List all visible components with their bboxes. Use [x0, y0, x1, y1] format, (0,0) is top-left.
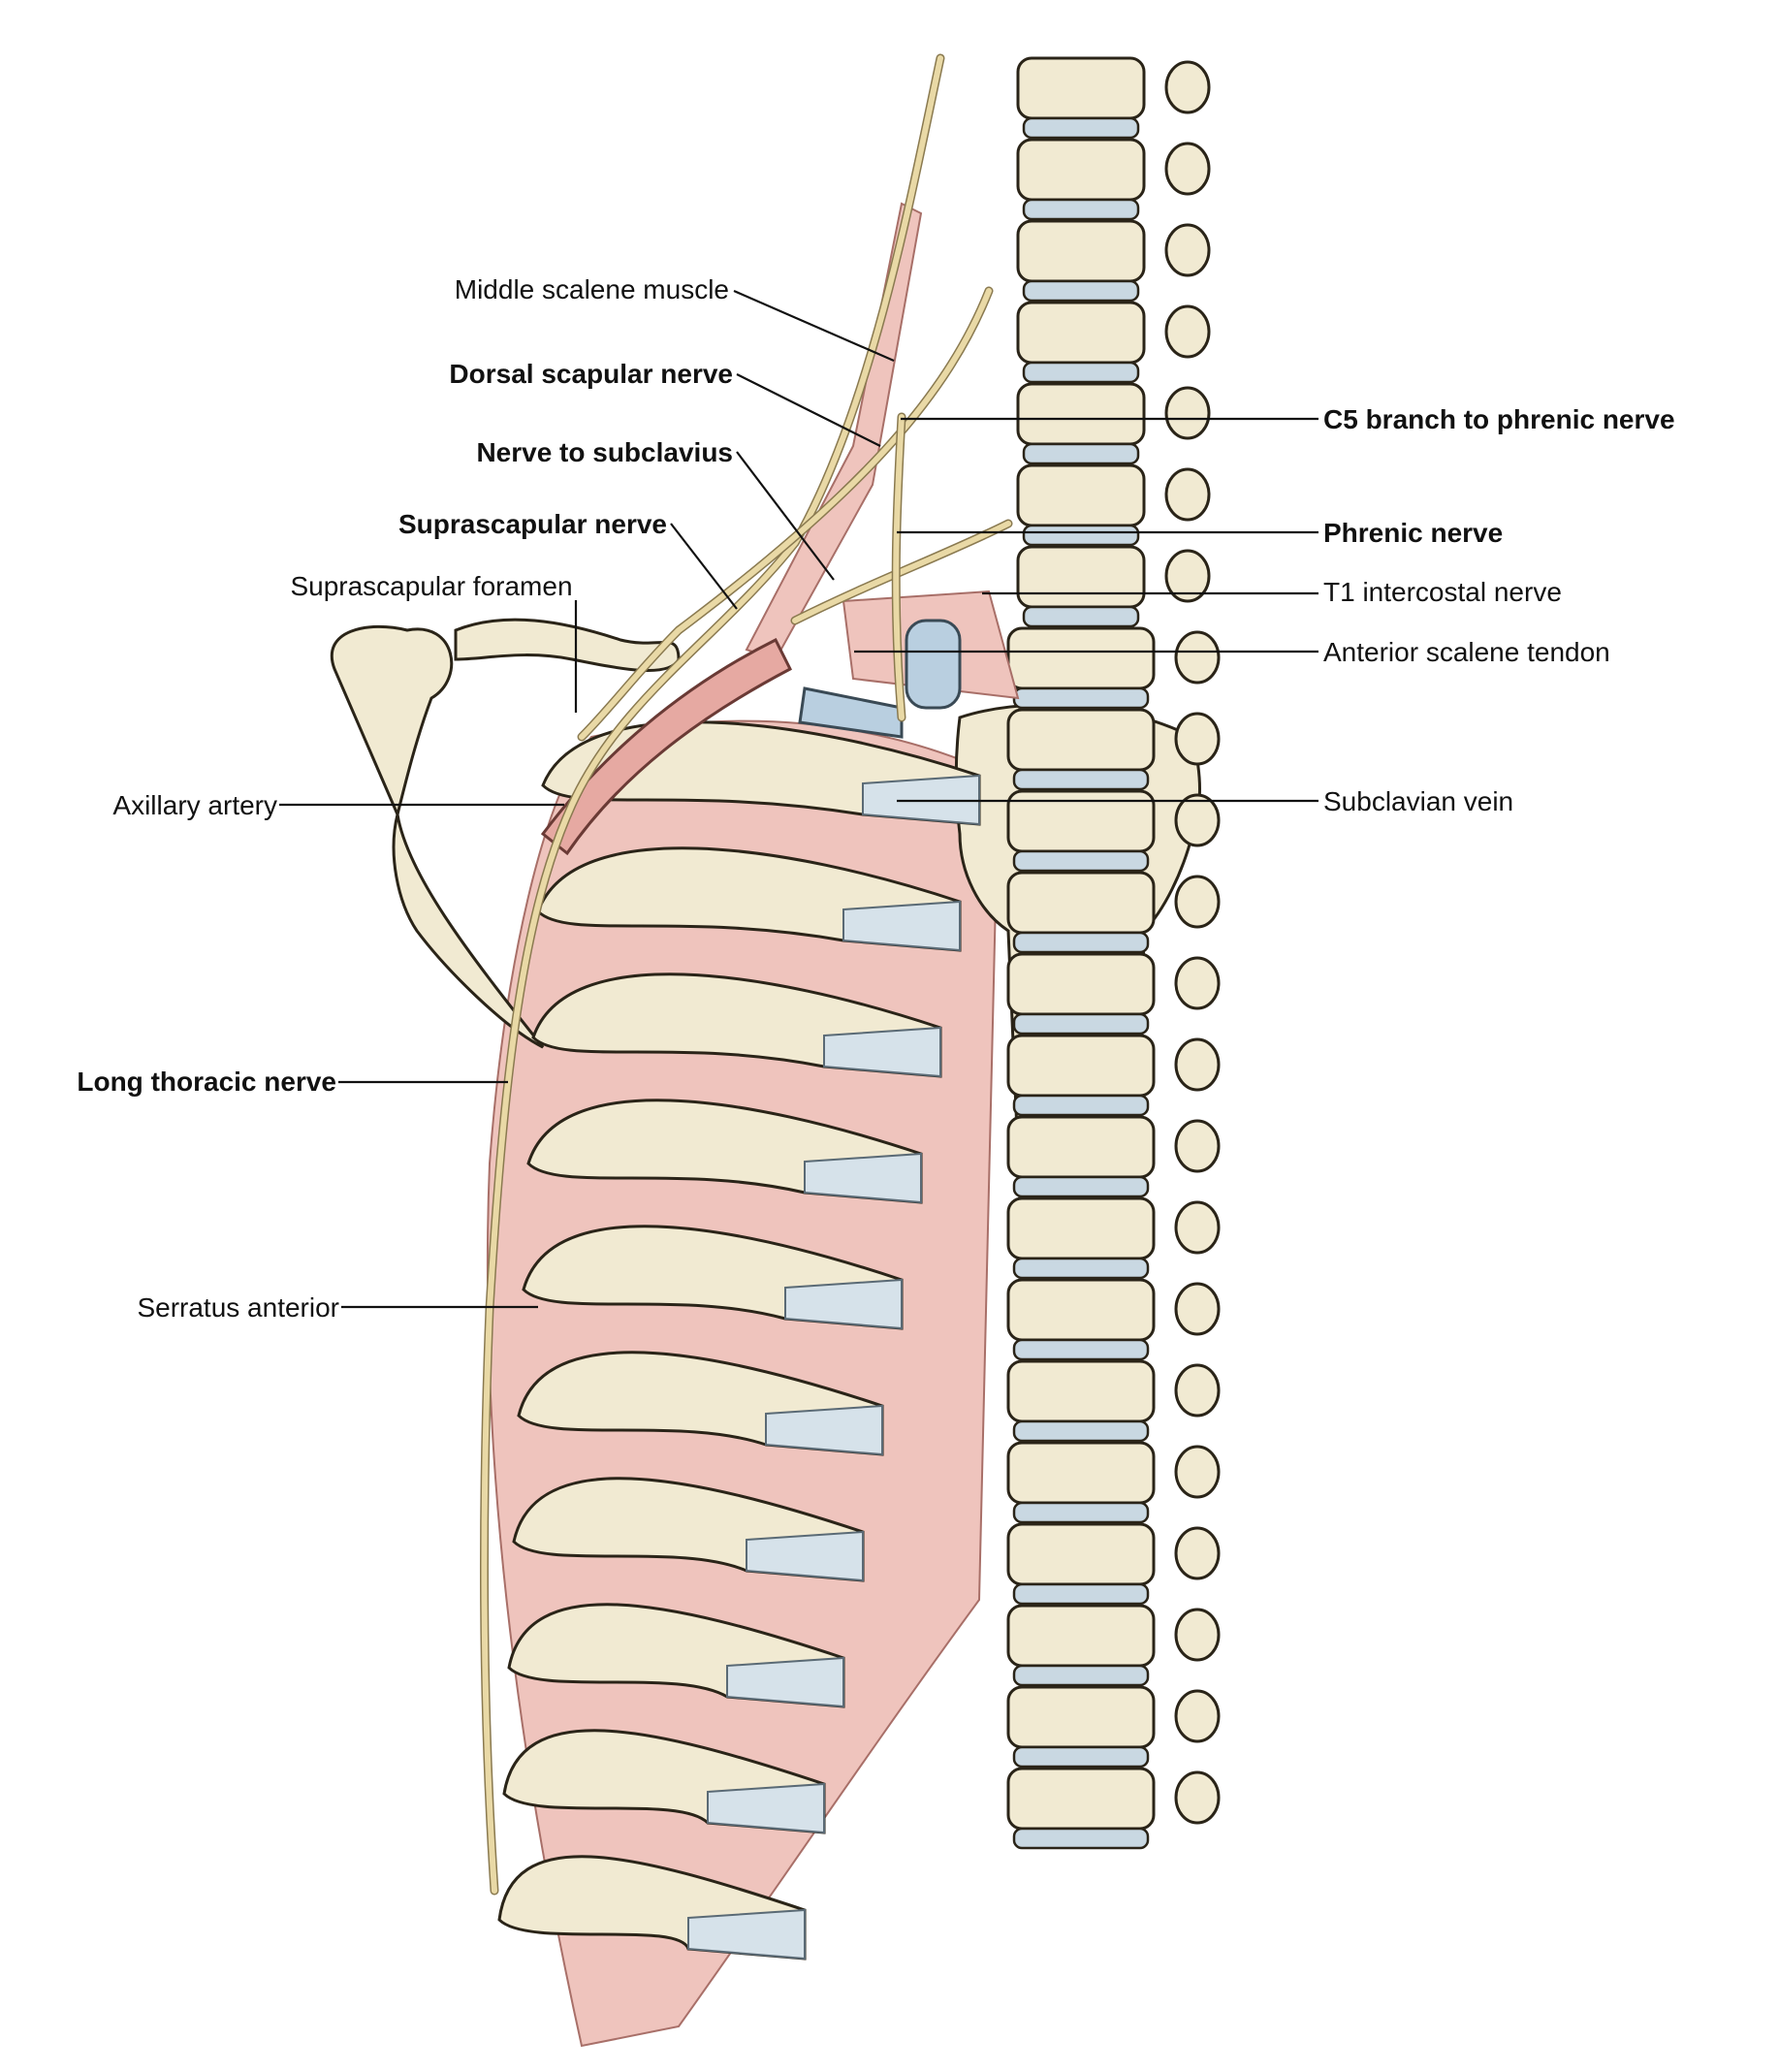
- transverse-process: [1164, 223, 1211, 277]
- intervertebral-disc: [1012, 1012, 1150, 1036]
- costal-cartilage: [823, 1026, 941, 1078]
- transverse-process: [1174, 1282, 1221, 1336]
- vertebra: [1016, 138, 1146, 202]
- vertebral-column: [1006, 56, 1221, 1850]
- transverse-process: [1174, 1119, 1221, 1173]
- label-subclavian-vein: Subclavian vein: [1323, 786, 1513, 816]
- transverse-process: [1174, 793, 1221, 847]
- intervertebral-disc: [1012, 1827, 1150, 1850]
- costal-cartilage: [784, 1278, 903, 1330]
- intervertebral-disc: [1012, 1419, 1150, 1443]
- vertebra: [1006, 626, 1156, 690]
- vertebra: [1006, 1359, 1156, 1423]
- vertebra: [1016, 545, 1146, 609]
- label-long-thoracic-nerve: Long thoracic nerve: [77, 1067, 336, 1097]
- vertebra: [1006, 1441, 1156, 1505]
- vertebra: [1016, 463, 1146, 527]
- transverse-process: [1174, 956, 1221, 1010]
- vertebra: [1006, 1522, 1156, 1586]
- transverse-process: [1174, 630, 1221, 685]
- brachial-plexus-nerves: [480, 53, 1013, 1896]
- vertebra: [1016, 301, 1146, 365]
- intervertebral-disc: [1022, 442, 1140, 465]
- vertebra: [1006, 708, 1156, 772]
- label-t1-intercostal-nerve: T1 intercostal nerve: [1323, 577, 1562, 607]
- vertebra: [1006, 1034, 1156, 1098]
- subclavian-vein-branch: [798, 686, 904, 739]
- label-axillary-artery: Axillary artery: [112, 790, 277, 820]
- label-serratus-anterior: Serratus anterior: [137, 1292, 339, 1323]
- costal-cartilage: [765, 1404, 883, 1456]
- label-c5-branch-to-phrenic-nerve: C5 branch to phrenic nerve: [1323, 404, 1675, 434]
- transverse-process: [1174, 1526, 1221, 1580]
- label-dorsal-scapular-nerve: Dorsal scapular nerve: [449, 359, 733, 389]
- intervertebral-disc: [1012, 686, 1150, 710]
- axillary-artery-vessel: [540, 637, 792, 856]
- subclavian-vein-vessel: [905, 619, 962, 710]
- intervertebral-disc: [1012, 768, 1150, 791]
- transverse-process: [1164, 60, 1211, 114]
- intervertebral-disc: [1012, 1257, 1150, 1280]
- vertebra: [1016, 382, 1146, 446]
- transverse-process: [1174, 1200, 1221, 1255]
- costal-cartilage: [746, 1530, 864, 1582]
- transverse-process: [1174, 712, 1221, 766]
- intervertebral-disc: [1012, 1338, 1150, 1361]
- vertebra: [1006, 952, 1156, 1016]
- costal-cartilage: [726, 1656, 844, 1708]
- transverse-process: [1164, 386, 1211, 440]
- ribs: [497, 720, 981, 1960]
- costal-cartilage: [707, 1782, 825, 1834]
- intervertebral-disc: [1022, 605, 1140, 628]
- label-anterior-scalene-tendon: Anterior scalene tendon: [1323, 637, 1610, 667]
- intervertebral-disc: [1012, 1094, 1150, 1117]
- transverse-process: [1164, 549, 1211, 603]
- transverse-process: [1174, 1363, 1221, 1418]
- costal-cartilage: [842, 900, 961, 952]
- vertebra: [1006, 1767, 1156, 1831]
- vertebra: [1006, 871, 1156, 935]
- intervertebral-disc: [1022, 279, 1140, 303]
- intervertebral-disc: [1022, 116, 1140, 140]
- intervertebral-disc: [1012, 1745, 1150, 1769]
- vertebra: [1016, 219, 1146, 283]
- vertebra: [1016, 56, 1146, 120]
- intervertebral-disc: [1012, 931, 1150, 954]
- intervertebral-disc: [1022, 524, 1140, 547]
- vertebra: [1006, 1278, 1156, 1342]
- scapula: [331, 624, 545, 1049]
- costal-cartilage: [687, 1908, 806, 1960]
- transverse-process: [1174, 1689, 1221, 1743]
- costal-cartilage: [804, 1152, 922, 1204]
- transverse-process: [1174, 1608, 1221, 1662]
- transverse-process: [1174, 1770, 1221, 1825]
- intervertebral-disc: [1012, 849, 1150, 873]
- label-middle-scalene-muscle: Middle scalene muscle: [455, 274, 729, 304]
- intervertebral-disc: [1012, 1582, 1150, 1606]
- intervertebral-disc: [1012, 1664, 1150, 1687]
- transverse-process: [1174, 1445, 1221, 1499]
- vertebra: [1006, 1604, 1156, 1668]
- vertebra: [1006, 1196, 1156, 1260]
- label-suprascapular-foramen: Suprascapular foramen: [290, 571, 572, 601]
- intervertebral-disc: [1012, 1175, 1150, 1198]
- transverse-process: [1174, 875, 1221, 929]
- transverse-process: [1164, 467, 1211, 522]
- intervertebral-disc: [1012, 1501, 1150, 1524]
- vertebra: [1006, 1685, 1156, 1749]
- label-suprascapular-nerve: Suprascapular nerve: [398, 509, 667, 539]
- label-nerve-to-subclavius: Nerve to subclavius: [476, 437, 733, 467]
- leader-lines: [279, 289, 1318, 1309]
- intervertebral-disc: [1022, 361, 1140, 384]
- vertebra: [1006, 1115, 1156, 1179]
- transverse-process: [1164, 304, 1211, 359]
- intervertebral-disc: [1022, 198, 1140, 221]
- transverse-process: [1164, 142, 1211, 196]
- transverse-process: [1174, 1037, 1221, 1092]
- label-phrenic-nerve: Phrenic nerve: [1323, 518, 1503, 548]
